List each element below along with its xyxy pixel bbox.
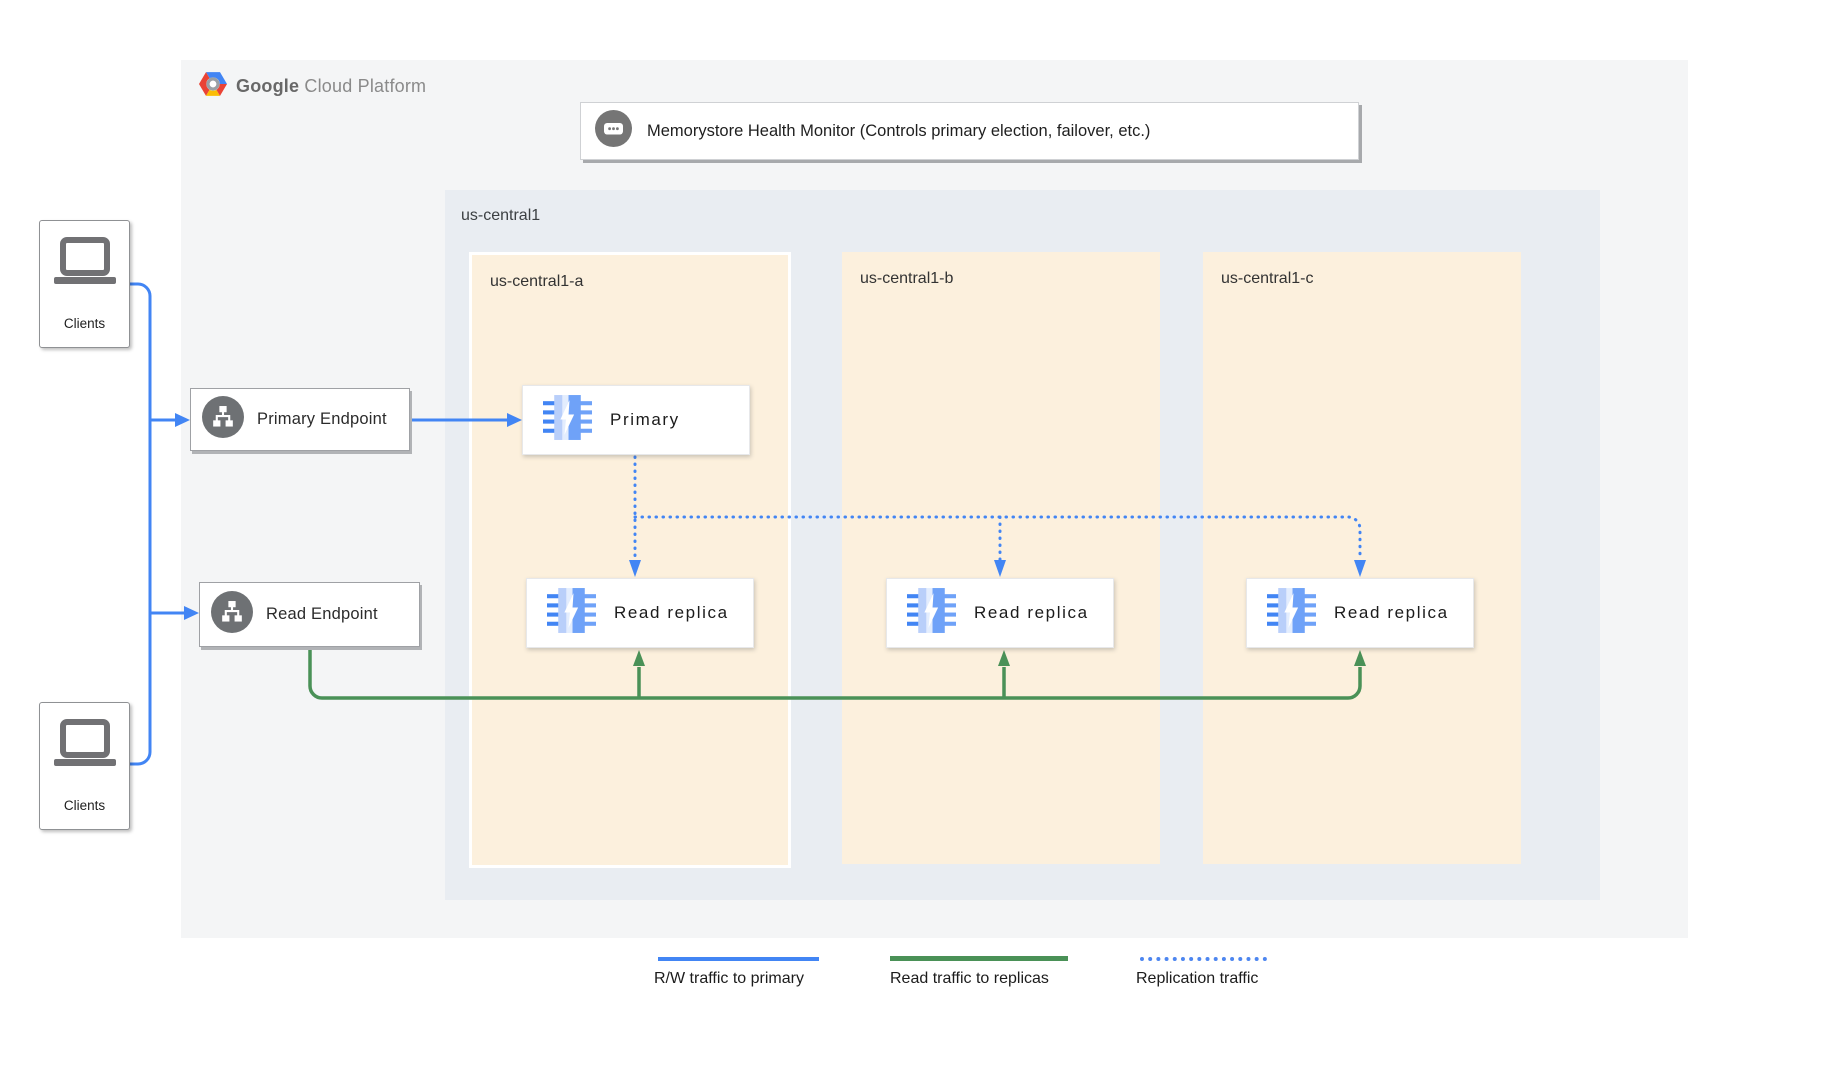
legend-replication-traffic: Replication traffic — [1136, 955, 1267, 988]
health-monitor-label: Memorystore Health Monitor (Controls pri… — [647, 121, 1151, 140]
primary-node: Primary — [522, 385, 750, 455]
network-endpoint-icon — [202, 396, 244, 443]
chat-ellipsis-icon — [595, 110, 632, 152]
clients-box-bottom: Clients — [39, 702, 130, 830]
memorystore-icon — [907, 588, 956, 638]
zone-us-central1-b: us-central1-b — [842, 252, 1160, 864]
legend-rw-traffic: R/W traffic to primary — [654, 957, 819, 988]
memorystore-icon — [547, 588, 596, 638]
gcp-logo: Google Cloud Platform — [199, 70, 426, 102]
network-endpoint-icon — [211, 591, 253, 638]
read-replica-label: Read replica — [1334, 603, 1449, 622]
primary-endpoint-label: Primary Endpoint — [257, 410, 387, 428]
laptop-icon — [53, 237, 117, 296]
legend-blue-line — [658, 957, 819, 961]
read-replica-node-b: Read replica — [886, 578, 1114, 648]
legend-dotted-line — [1140, 957, 1267, 961]
gcp-logo-product: Cloud Platform — [304, 75, 427, 96]
health-monitor-box: Memorystore Health Monitor (Controls pri… — [580, 102, 1359, 160]
zone-a-label: us-central1-a — [490, 273, 584, 290]
read-endpoint-box: Read Endpoint — [199, 582, 420, 647]
read-replica-label: Read replica — [614, 603, 729, 622]
read-replica-node-a: Read replica — [526, 578, 754, 648]
read-endpoint-label: Read Endpoint — [266, 605, 378, 623]
clients-label: Clients — [63, 316, 106, 331]
read-replica-label: Read replica — [974, 603, 1089, 622]
zone-c-label: us-central1-c — [1221, 270, 1314, 287]
legend-read-traffic: Read traffic to replicas — [890, 956, 1068, 988]
zone-us-central1-a: us-central1-a — [469, 252, 791, 868]
legend-green-line — [890, 956, 1068, 961]
clients-box-top: Clients — [39, 220, 130, 348]
gcp-logo-brand: Google — [236, 75, 300, 96]
laptop-icon — [53, 719, 117, 778]
primary-node-label: Primary — [610, 410, 680, 429]
legend-rw-label: R/W traffic to primary — [654, 970, 804, 987]
clients-label: Clients — [63, 798, 106, 813]
zone-us-central1-c: us-central1-c — [1203, 252, 1521, 864]
legend-read-label: Read traffic to replicas — [890, 970, 1049, 987]
memorystore-icon — [543, 395, 592, 445]
gcp-hexagon-icon — [199, 71, 227, 102]
gcp-logo-text: Google Cloud Platform — [236, 76, 426, 97]
zone-b-label: us-central1-b — [860, 270, 954, 287]
primary-endpoint-box: Primary Endpoint — [190, 388, 410, 451]
memorystore-icon — [1267, 588, 1316, 638]
legend-replication-label: Replication traffic — [1136, 970, 1259, 987]
region-label: us-central1 — [461, 207, 541, 224]
read-replica-node-c: Read replica — [1246, 578, 1474, 648]
